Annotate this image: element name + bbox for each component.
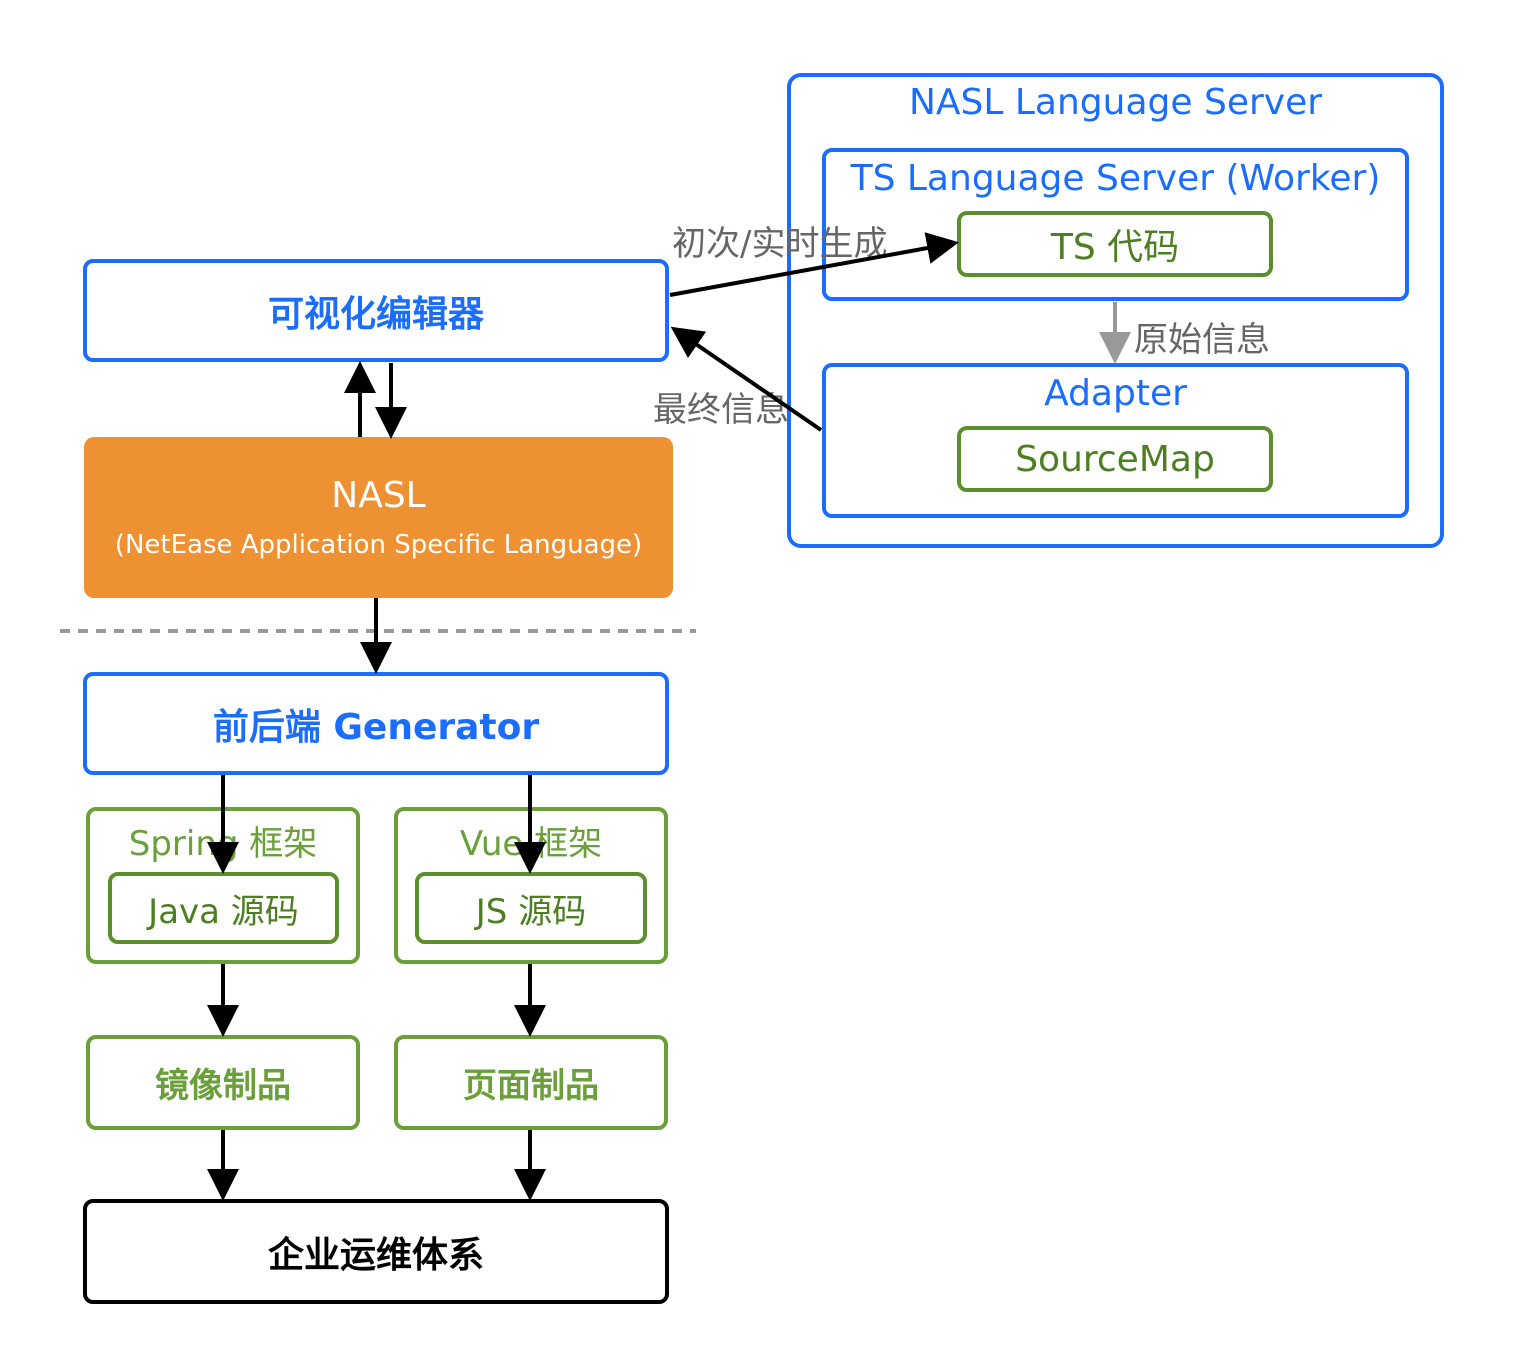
java-source-box: Java 源码 (108, 872, 339, 944)
final-info-arrow (670, 326, 823, 432)
initial-generation-label: 初次/实时生成 (672, 224, 888, 264)
nasl-subtitle: (NetEase Application Specific Language) (114, 530, 643, 560)
ts-code-box: TS 代码 (957, 211, 1273, 277)
visual-editor-box: 可视化编辑器 (83, 259, 669, 362)
nasl-title: NASL (331, 475, 426, 516)
generate-arrow (669, 232, 959, 297)
image-artifact-box: 镜像制品 (86, 1035, 360, 1130)
generator-box: 前后端 Generator (83, 672, 669, 775)
enterprise-ops-box: 企业运维体系 (83, 1199, 669, 1304)
nasl-language-server-title: NASL Language Server (908, 82, 1323, 123)
adapter-box (822, 363, 1409, 518)
ts-language-server-title: TS Language Server (Worker) (850, 158, 1381, 199)
nasl-language-server-box (787, 73, 1444, 548)
page-artifact-box: 页面制品 (394, 1035, 668, 1130)
adapter-title: Adapter (1044, 373, 1187, 414)
final-info-label: 最终信息 (653, 390, 789, 430)
ts-language-server-box (822, 148, 1409, 301)
raw-info-label: 原始信息 (1134, 320, 1270, 360)
nasl-box: NASL (NetEase Application Specific Langu… (84, 437, 673, 598)
sourcemap-box: SourceMap (957, 426, 1273, 492)
js-source-box: JS 源码 (415, 872, 647, 944)
